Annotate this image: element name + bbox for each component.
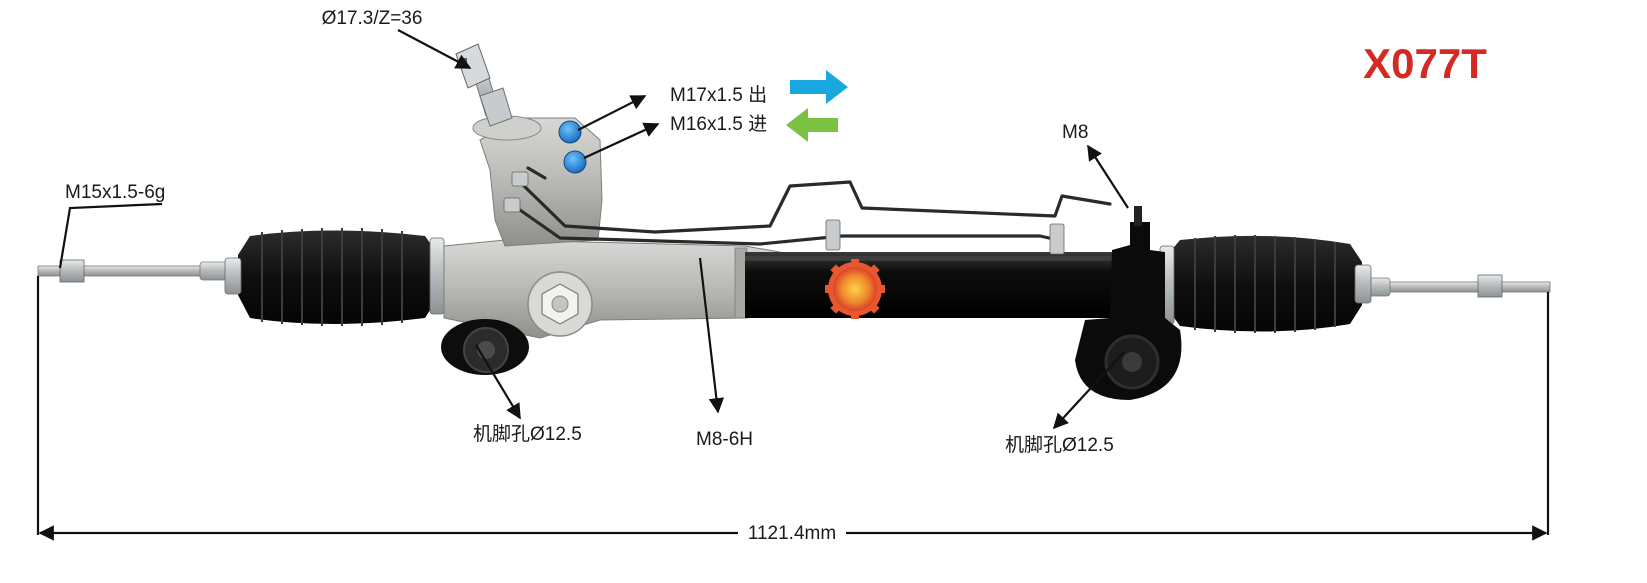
model-code: X077T <box>1363 40 1487 87</box>
left-boot <box>224 228 445 326</box>
overall-length-dimension <box>36 276 1550 541</box>
tie-rod-thread-leader <box>58 202 163 269</box>
outlet-port-leader <box>577 95 647 131</box>
left-mount-leader <box>475 344 521 420</box>
line-fittings <box>503 171 1065 255</box>
left-mount-hole-label: 机脚孔Ø12.5 <box>473 423 582 445</box>
right-mount-hole-label: 机脚孔Ø12.5 <box>1005 434 1114 456</box>
outlet-port-cap <box>558 120 582 144</box>
power-cylinder-tube <box>745 252 1165 318</box>
inlet-port-cap <box>563 150 587 174</box>
tie-rod-thread-label: M15x1.5-6g <box>65 182 165 203</box>
housing-thread-leader <box>698 257 725 414</box>
outlet-flow-arrow <box>790 70 848 104</box>
right-mount-bracket <box>1075 206 1182 400</box>
left-mount-bushing <box>441 319 529 375</box>
input-shaft-leader <box>397 29 472 69</box>
housing-thread-label: M8-6H <box>696 429 753 450</box>
right-boot <box>1159 235 1372 333</box>
inlet-port-label: M16x1.5 进 <box>670 113 767 135</box>
hydraulic-lines <box>518 166 1112 246</box>
right-mount-leader <box>1052 351 1125 430</box>
right-tie-rod <box>1344 274 1551 298</box>
rack-adjuster-plug <box>527 271 593 337</box>
inlet-flow-arrow <box>786 108 838 142</box>
outlet-port-label: M17x1.5 出 <box>670 84 767 106</box>
brand-logo-gear <box>825 259 885 319</box>
inlet-port-leader <box>583 122 660 159</box>
input-shaft <box>455 43 513 127</box>
overall-length-label: 1121.4mm <box>748 523 836 544</box>
input-shaft-label: Ø17.3/Z=36 <box>322 8 423 29</box>
bracket-bolt-label: M8 <box>1062 122 1088 143</box>
left-tie-rod <box>37 259 246 283</box>
bracket-bolt-leader <box>1087 144 1129 209</box>
